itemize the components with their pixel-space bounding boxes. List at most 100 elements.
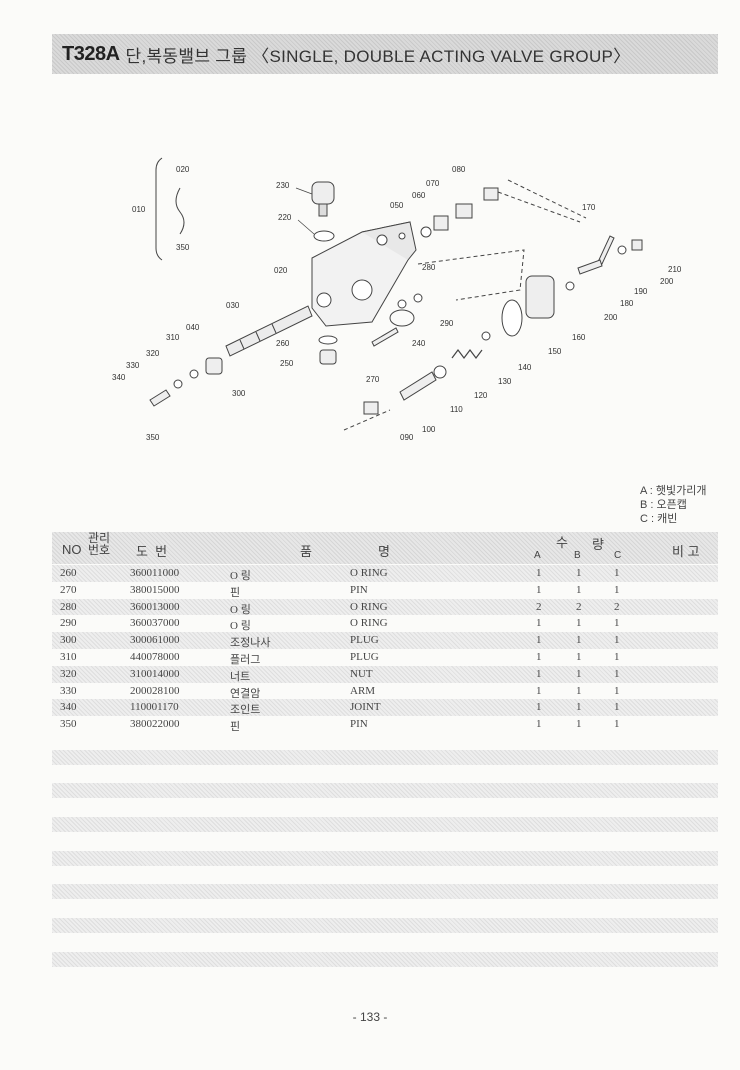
table-cell: 2 bbox=[536, 600, 542, 613]
part-label: 150 bbox=[548, 347, 562, 356]
table-cell: 1 bbox=[536, 634, 542, 647]
table-cell: 1 bbox=[614, 617, 620, 630]
table-cell: PLUG bbox=[350, 634, 379, 647]
col-mgmt-bottom: 번호 bbox=[88, 543, 111, 557]
table-cell: 110001170 bbox=[130, 701, 179, 714]
group-title: 단,복동밸브 그룹 〈SINGLE, DOUBLE ACTING VALVE G… bbox=[125, 46, 631, 66]
parts-table-header: NO 관리 번호 도 번 품 명 수 량 A B C 비 고 bbox=[52, 532, 718, 564]
empty-row-band bbox=[52, 783, 718, 798]
table-cell: 1 bbox=[614, 583, 620, 596]
table-cell: O 링 bbox=[230, 620, 251, 633]
empty-row-band bbox=[52, 817, 718, 832]
part-label: 250 bbox=[280, 359, 294, 368]
table-cell: 340 bbox=[60, 701, 77, 714]
spool-part bbox=[225, 305, 313, 357]
table-cell: PIN bbox=[350, 718, 368, 731]
table-cell: 조정나사 bbox=[230, 637, 271, 650]
col-qty-a: 수 bbox=[556, 535, 568, 550]
part-label: 280 bbox=[422, 263, 436, 272]
table-cell: 440078000 bbox=[130, 650, 180, 663]
table-cell: PLUG bbox=[350, 650, 379, 663]
part-label: 070 bbox=[426, 179, 440, 188]
cover-part bbox=[525, 275, 555, 319]
part-label: 330 bbox=[126, 361, 140, 370]
table-cell: 380015000 bbox=[130, 583, 180, 596]
empty-row-band bbox=[52, 884, 718, 899]
part-label: 190 bbox=[634, 287, 648, 296]
empty-row-band bbox=[52, 918, 718, 933]
part-label: 340 bbox=[112, 373, 126, 382]
part-label: 060 bbox=[412, 191, 426, 200]
col-drawing-number: 도 번 bbox=[136, 544, 168, 559]
part-label: 210 bbox=[668, 265, 682, 274]
table-cell: 1 bbox=[536, 617, 542, 630]
table-cell: 1 bbox=[536, 667, 542, 680]
washer-part bbox=[313, 230, 335, 242]
table-cell: 290 bbox=[60, 617, 77, 630]
table-cell: O RING bbox=[350, 600, 388, 613]
table-cell: 1 bbox=[576, 567, 582, 579]
table-cell: 1 bbox=[614, 718, 620, 731]
empty-row-band bbox=[52, 952, 718, 967]
col-qty-b: 량 bbox=[592, 537, 604, 552]
table-cell: ARM bbox=[350, 684, 376, 697]
group-code: T328A bbox=[62, 42, 120, 65]
table-cell: 1 bbox=[536, 701, 542, 714]
part-label: 200 bbox=[604, 313, 618, 322]
table-cell: 1 bbox=[576, 650, 582, 663]
table-cell: NUT bbox=[350, 667, 373, 680]
table-cell: 1 bbox=[614, 701, 620, 714]
col-name-a: 품 bbox=[300, 544, 312, 559]
table-cell: 1 bbox=[536, 718, 542, 731]
table-cell: 너트 bbox=[230, 670, 251, 683]
table-cell: 1 bbox=[614, 650, 620, 663]
part-label: 290 bbox=[440, 319, 454, 328]
table-cell: 1 bbox=[614, 567, 620, 579]
part-label: 320 bbox=[146, 349, 160, 358]
part-label: 310 bbox=[166, 333, 180, 342]
table-cell: 200028100 bbox=[130, 684, 180, 697]
cap-part bbox=[311, 181, 335, 205]
part-label: 220 bbox=[278, 213, 292, 222]
part-label: 300 bbox=[232, 389, 246, 398]
part-label: 240 bbox=[412, 339, 426, 348]
table-cell: 핀 bbox=[230, 721, 241, 734]
part-label: 260 bbox=[276, 339, 290, 348]
table-cell: 1 bbox=[576, 684, 582, 697]
col-b: B bbox=[574, 550, 581, 561]
legend-item: A : 햇빛가리개 bbox=[640, 485, 707, 497]
table-cell: 1 bbox=[536, 583, 542, 596]
empty-row-band bbox=[52, 851, 718, 866]
cap-stem bbox=[318, 203, 328, 217]
plug-part bbox=[205, 357, 223, 375]
squiggle bbox=[175, 187, 185, 235]
exploded-view-diagram: 020 010 350 230 220 020 030 040 310 320 … bbox=[112, 157, 682, 442]
table-cell: 2 bbox=[576, 600, 582, 613]
table-cell: 380022000 bbox=[130, 718, 180, 731]
part-label: 350 bbox=[146, 433, 160, 442]
table-cell: 330 bbox=[60, 684, 77, 697]
table-cell: 310014000 bbox=[130, 667, 180, 680]
spring-part bbox=[451, 349, 483, 359]
table-cell: 1 bbox=[576, 718, 582, 731]
part-label: 090 bbox=[400, 433, 414, 442]
part-label: 110 bbox=[450, 405, 463, 414]
table-cell: 1 bbox=[614, 684, 620, 697]
part-label: 180 bbox=[620, 299, 634, 308]
part-label: 230 bbox=[276, 181, 290, 190]
empty-row-band bbox=[52, 750, 718, 765]
part-label: 200 bbox=[660, 277, 674, 286]
table-cell: O 링 bbox=[230, 603, 251, 616]
page-number: - 133 - bbox=[352, 1010, 388, 1024]
table-cell: 310 bbox=[60, 650, 77, 663]
part-label: 270 bbox=[366, 375, 380, 384]
part-label: 170 bbox=[582, 203, 596, 212]
table-cell: 1 bbox=[536, 650, 542, 663]
